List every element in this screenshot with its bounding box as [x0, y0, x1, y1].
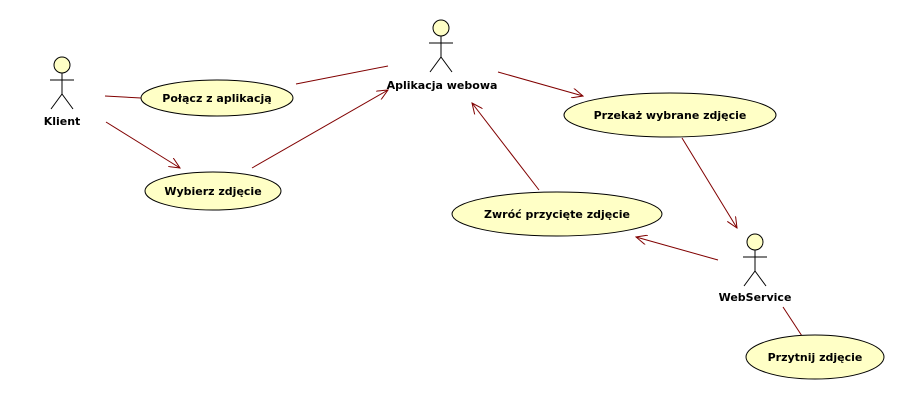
actor-aplikacja-webowa: Aplikacja webowa [387, 19, 498, 92]
actor-figure-icon [743, 250, 767, 287]
actor-head-icon [746, 233, 764, 251]
usecase-label: Wybierz zdjęcie [164, 185, 261, 198]
actor-head-icon [432, 19, 450, 37]
actor-figure-icon [50, 73, 74, 110]
usecase-polacz-z-aplikacja: Połącz z aplikacją [140, 79, 294, 117]
edge-aplikacja-przekaz [497, 71, 583, 96]
edge-webservice-zwroc [636, 237, 719, 261]
actor-figure-icon [429, 36, 453, 73]
usecase-zwroc-przyciete-zdjecie: Zwróć przycięte zdjęcie [451, 191, 663, 237]
edge-wybierz-aplikacja [251, 90, 388, 169]
usecase-label: Połącz z aplikacją [162, 92, 271, 105]
edge-klient-wybierz [105, 121, 180, 168]
edge-polacz-aplikacja [295, 65, 389, 85]
actor-klient: Klient [44, 56, 81, 128]
usecase-przekaz-wybrane-zdjecie: Przekaż wybrane zdjęcie [563, 92, 777, 138]
usecase-label: Przekaż wybrane zdjęcie [594, 109, 747, 122]
usecase-wybierz-zdjecie: Wybierz zdjęcie [144, 171, 282, 211]
edge-zwroc-aplikacja [472, 103, 540, 191]
actor-head-icon [53, 56, 71, 74]
actor-label-aplikacja-webowa: Aplikacja webowa [387, 79, 498, 92]
actor-label-klient: Klient [44, 115, 81, 128]
actor-label-webservice: WebService [719, 291, 792, 304]
usecase-przytnij-zdjecie: Przytnij zdjęcie [745, 334, 885, 380]
edge-przekaz-webservice [681, 137, 737, 228]
edge-klient-polacz [104, 95, 142, 99]
edges [104, 65, 803, 337]
edge-webservice-przytnij [782, 306, 803, 337]
usecase-label: Przytnij zdjęcie [768, 351, 863, 364]
actor-webservice: WebService [719, 233, 792, 304]
usecase-label: Zwróć przycięte zdjęcie [484, 208, 630, 221]
